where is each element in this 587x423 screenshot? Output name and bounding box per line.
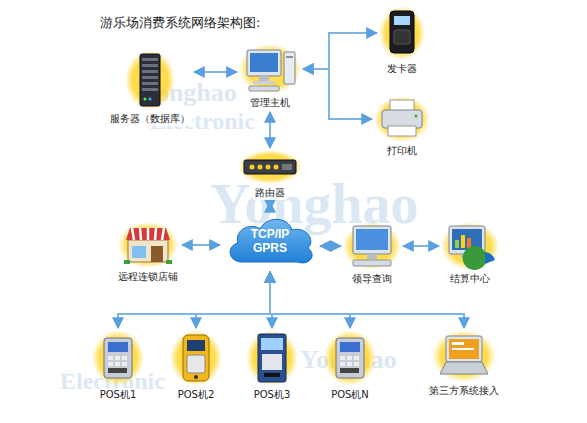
connector-arrow bbox=[196, 272, 270, 328]
device-label: 结算中心 bbox=[448, 272, 492, 286]
device-label: 打印机 bbox=[385, 144, 419, 158]
device-node: POS机2 bbox=[170, 330, 222, 402]
pos1-icon bbox=[324, 330, 376, 386]
device-label: 发卡器 bbox=[385, 62, 419, 76]
connector-arrow bbox=[270, 272, 350, 328]
device-node: POS机N bbox=[324, 330, 376, 402]
device-node: 路由器 bbox=[238, 150, 302, 200]
device-label: 第三方系统接入 bbox=[427, 384, 501, 398]
router-icon bbox=[238, 150, 302, 184]
diagram-title: 游乐场消费系统网络架构图: bbox=[100, 14, 260, 32]
device-node: POS机1 bbox=[92, 330, 144, 402]
device-node: 发卡器 bbox=[379, 6, 425, 76]
device-node: 管理主机 bbox=[239, 44, 301, 110]
device-label: 远程连锁店铺 bbox=[116, 270, 180, 284]
device-node: 打印机 bbox=[374, 96, 430, 158]
device-label: 服务器（数据库） bbox=[108, 112, 192, 126]
device-node: 结算中心 bbox=[441, 222, 499, 286]
connector-arrow bbox=[403, 245, 439, 247]
pos3-icon bbox=[246, 330, 298, 386]
connector-arrow bbox=[303, 33, 377, 69]
connector-arrow bbox=[303, 69, 372, 119]
connector-arrow bbox=[269, 112, 271, 148]
device-label: 管理主机 bbox=[248, 96, 292, 110]
pc-icon bbox=[239, 44, 301, 94]
card-icon bbox=[379, 6, 425, 60]
device-label: POS机2 bbox=[176, 388, 217, 402]
laptop-icon bbox=[432, 330, 496, 382]
device-label: 路由器 bbox=[253, 186, 287, 200]
device-node: 领导查询 bbox=[343, 222, 401, 286]
device-node: 远程连锁店铺 bbox=[116, 222, 180, 284]
printer-icon bbox=[374, 96, 430, 142]
shop-icon bbox=[118, 222, 178, 268]
connector-arrow bbox=[182, 244, 220, 246]
pos2-icon bbox=[170, 330, 222, 386]
pc2-icon bbox=[343, 222, 401, 270]
connector-arrow bbox=[320, 245, 341, 247]
device-label: POS机N bbox=[329, 388, 371, 402]
device-label: POS机1 bbox=[98, 388, 139, 402]
device-node: 服务器（数据库） bbox=[108, 50, 192, 126]
server-icon bbox=[125, 50, 175, 110]
device-label: 领导查询 bbox=[350, 272, 394, 286]
device-node: POS机3 bbox=[246, 330, 298, 402]
device-node: 第三方系统接入 bbox=[427, 330, 501, 398]
pos1-icon bbox=[92, 330, 144, 386]
chart-icon bbox=[441, 222, 499, 270]
connector-arrow bbox=[270, 272, 464, 328]
connector-arrow bbox=[269, 202, 271, 210]
connector-arrow bbox=[194, 71, 237, 73]
cloud-label: TCP/IP GPRS bbox=[244, 227, 296, 255]
device-label: POS机3 bbox=[252, 388, 293, 402]
network-cloud: TCP/IP GPRS bbox=[222, 212, 318, 270]
